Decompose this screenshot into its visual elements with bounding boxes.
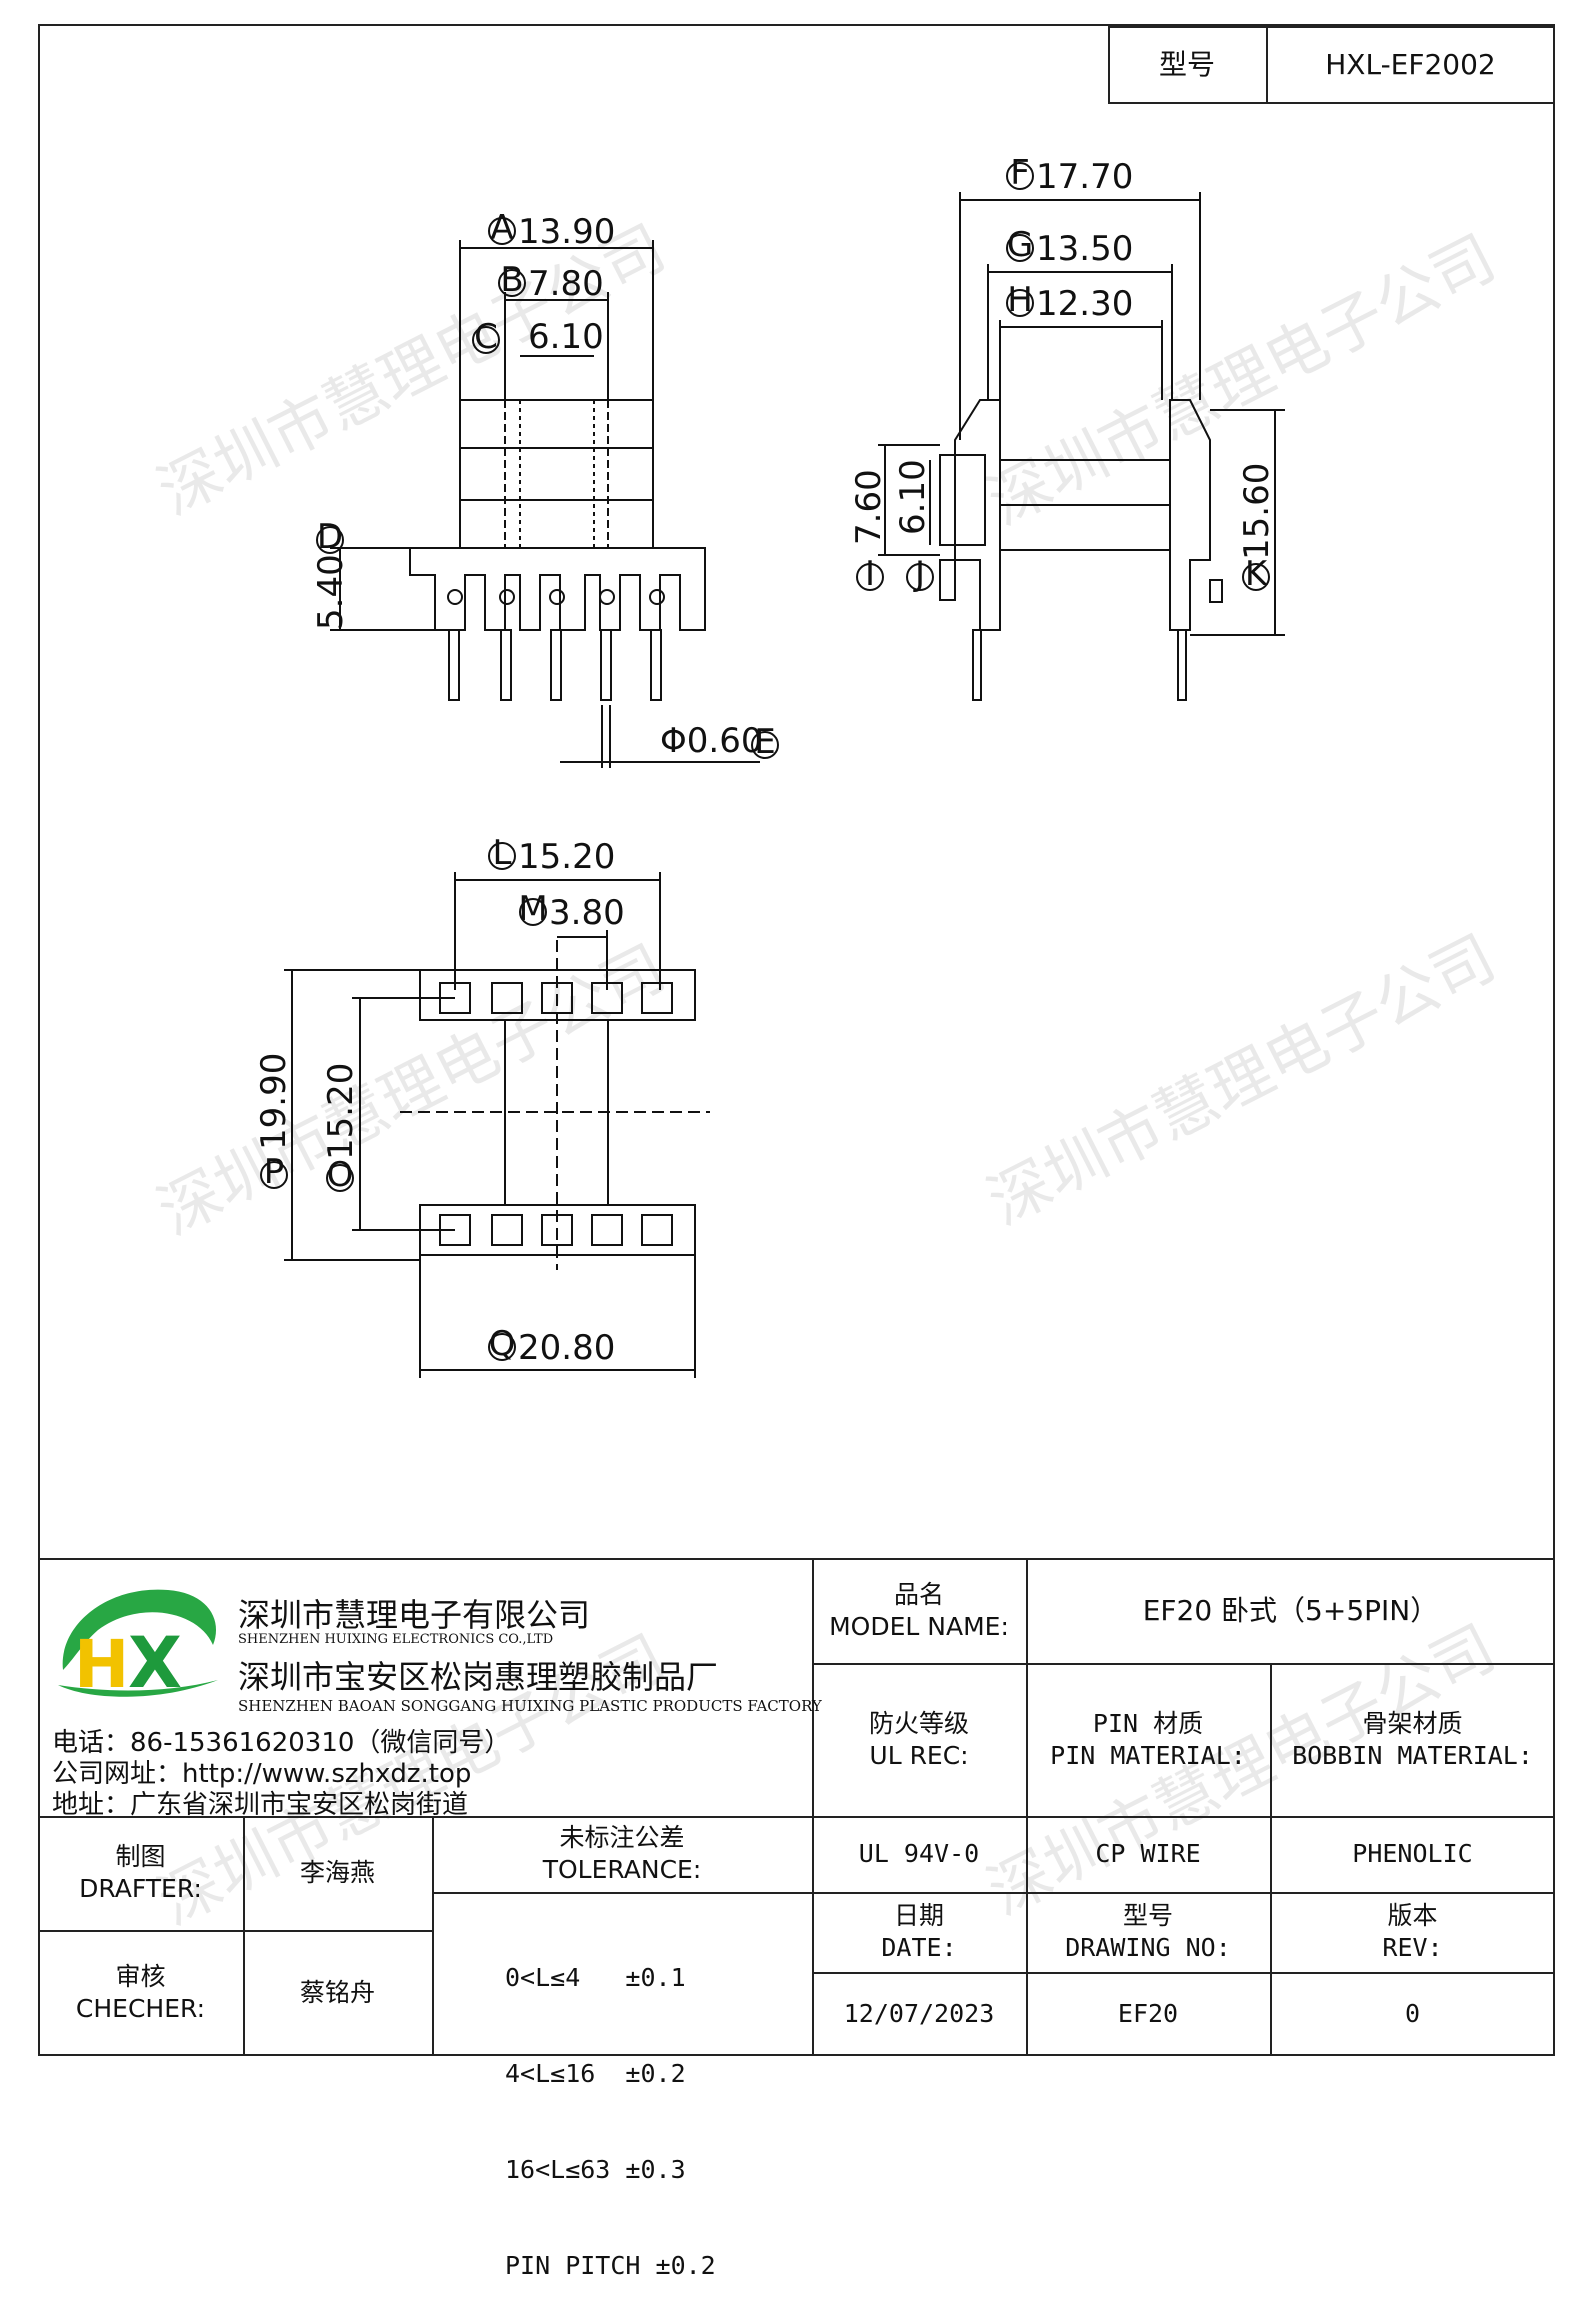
rev-label: 版本 REV: [1382,1901,1443,1962]
front-view [330,240,760,768]
dim-letter-c: C [474,317,498,357]
model-name-value: EF20 卧式（5+5PIN） [1142,1593,1439,1627]
bobbin-material-value: PHENOLIC [1352,1839,1473,1868]
date-value: 12/07/2023 [843,1999,995,2028]
side-view [878,192,1285,701]
model-value: HXL-EF2002 [1325,48,1496,81]
dim-letter-h: H [1007,280,1033,320]
dim-value-m: 3.80 [549,893,625,933]
dim-letter-a: A [490,208,513,248]
dim-value-b: 7.80 [528,264,604,304]
dim-letter-j: J [913,554,925,594]
drawing-no-value: EF20 [1117,1999,1179,2028]
drawing-frame [38,24,1555,2056]
dim-letter-m: M [518,889,547,929]
drawing-no-label: 型号 DRAWING NO: [1065,1901,1231,1962]
dim-value-c: 6.10 [528,317,604,357]
company-name-2-en: SHENZHEN BAOAN SONGGANG HUIXING PLASTIC … [238,1697,822,1715]
dim-value-a: 13.90 [518,212,615,252]
dim-letter-i: I [865,554,875,594]
drafter-label: 制图 DRAFTER: [79,1842,202,1903]
dim-letter-k: K [1245,554,1269,594]
company-website[interactable]: 公司网址：http://www.szhxdz.top [52,1759,472,1789]
dim-value-h: 12.30 [1036,284,1133,324]
technical-drawing: A 13.90 B 7.80 C 6.10 D 5.40 Φ0.60 E F 1… [254,153,1285,1378]
company-address: 地址：广东省深圳市宝安区松岗街道 [52,1790,469,1820]
tolerance-line: 16<L≤63 ±0.3 [505,2155,686,2184]
drafter-name: 李海燕 [299,1858,375,1887]
dim-value-f: 17.70 [1036,157,1133,197]
dim-letter-f: F [1010,153,1030,193]
company-logo: H X [58,1589,218,1704]
pin-material-value: CP WIRE [1095,1839,1201,1868]
dim-value-o: 15.20 [321,1063,361,1160]
tolerance-table: 0<L≤4 ±0.1 4<L≤16 ±0.2 16<L≤63 ±0.3 PIN … [505,1898,716,2314]
date-label: 日期 DATE: [881,1901,957,1962]
model-name-label: 品名 MODEL NAME: [829,1579,1009,1641]
company-name-1: 深圳市慧理电子有限公司 [238,1596,591,1634]
bobbin-material-label: 骨架材质 BOBBIN MATERIAL: [1292,1708,1533,1770]
company-name-2: 深圳市宝安区松岗惠理塑胶制品厂 [238,1658,719,1696]
tolerance-line: 0<L≤4 ±0.1 [505,1963,686,1992]
bottom-view [284,872,710,1378]
dim-value-q: 20.80 [518,1328,615,1368]
dim-letter-q: Q [489,1324,516,1364]
dim-value-g: 13.50 [1036,229,1133,269]
dim-letter-l: L [493,833,512,873]
ul-value: UL 94V-0 [858,1839,980,1868]
tolerance-label: 未标注公差 TOLERANCE: [542,1823,702,1884]
pin-material-label: PIN 材质 PIN MATERIAL: [1050,1708,1246,1770]
dim-value-j: 6.10 [893,459,933,535]
dim-letter-g: G [1007,225,1033,265]
dim-letter-d: D [317,517,343,557]
dim-letter-b: B [500,260,523,300]
ul-rec-label: 防火等级 UL REC: [868,1708,969,1770]
model-label: 型号 [1158,48,1215,81]
tolerance-line: PIN PITCH ±0.2 [505,2251,716,2280]
checker-name: 蔡铭舟 [299,1978,375,2007]
company-name-1-en: SHENZHEN HUIXING ELECTRONICS CO.,LTD [238,1632,554,1647]
company-phone: 电话：86-15361620310（微信同号） [52,1728,511,1758]
rev-value: 0 [1404,1999,1421,2028]
dim-value-p: 19.90 [254,1053,294,1150]
dim-letter-e: E [754,722,775,762]
dim-value-i: 7.60 [849,469,889,545]
model-number-box [1108,26,1555,104]
dim-value-k: 15.60 [1237,463,1277,560]
dim-letter-o: O [327,1155,354,1195]
dim-value-e: Φ0.60 [660,721,762,761]
dim-letter-p: P [264,1152,285,1192]
checker-label: 审核 CHECHER: [75,1962,206,2023]
dim-value-d: 5.40 [311,554,351,630]
dim-value-l: 15.20 [518,837,615,877]
tolerance-line: 4<L≤16 ±0.2 [505,2059,686,2088]
